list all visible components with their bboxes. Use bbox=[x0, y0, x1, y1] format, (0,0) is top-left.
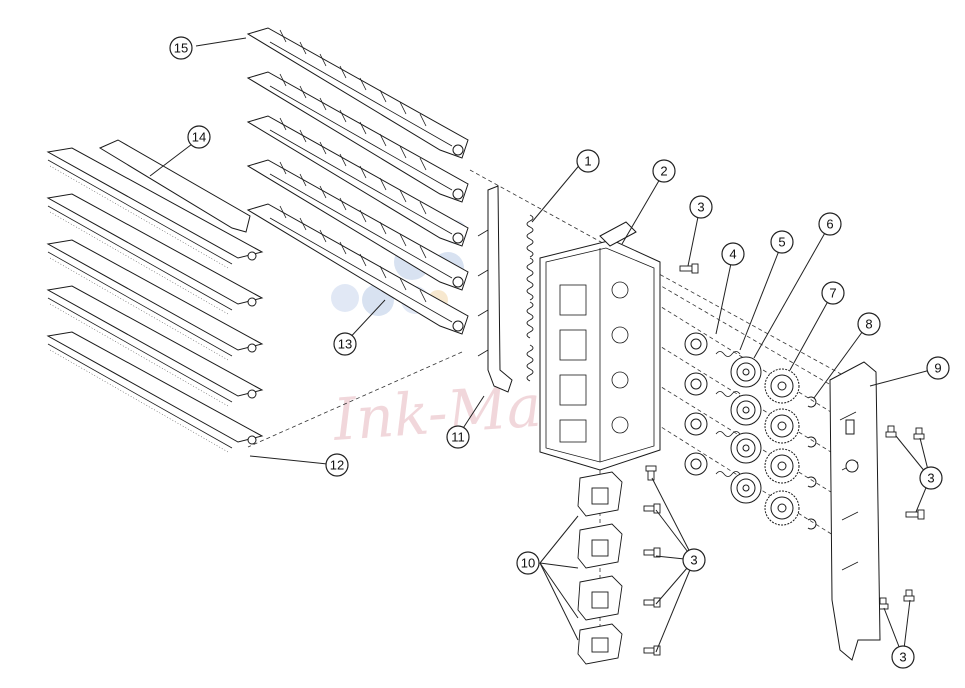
part-1-springs bbox=[526, 214, 534, 382]
callout-12: 12 bbox=[325, 453, 349, 477]
callout-10-label: 10 bbox=[521, 556, 535, 571]
callout-13-label: 13 bbox=[338, 337, 352, 352]
part-13-comb-rails bbox=[246, 27, 469, 335]
callout-11-label: 11 bbox=[451, 430, 465, 445]
callout-5: 5 bbox=[770, 230, 794, 254]
callout-3-top: 3 bbox=[689, 195, 713, 219]
callout-1: 1 bbox=[576, 149, 600, 173]
callout-7-label: 7 bbox=[829, 286, 836, 301]
part-5-small-springs bbox=[715, 351, 741, 477]
callout-6-label: 6 bbox=[826, 217, 833, 232]
callout-15: 15 bbox=[169, 36, 193, 60]
part-11-bracket bbox=[477, 185, 513, 393]
callout-3-middle-label: 3 bbox=[690, 553, 697, 568]
part-8-e-clips bbox=[807, 396, 817, 530]
part-14-blade-stack bbox=[46, 139, 264, 453]
callout-14-label: 14 bbox=[192, 130, 206, 145]
callout-10: 10 bbox=[516, 551, 540, 575]
callout-8-label: 8 bbox=[865, 317, 872, 332]
callout-4: 4 bbox=[721, 242, 745, 266]
callout-3-right-label: 3 bbox=[927, 471, 934, 486]
callout-3-bottom: 3 bbox=[891, 645, 915, 669]
callout-12-label: 12 bbox=[330, 458, 344, 473]
callout-9: 9 bbox=[926, 356, 950, 380]
callout-3-bottom-label: 3 bbox=[899, 650, 906, 665]
callout-5-label: 5 bbox=[778, 235, 785, 250]
callout-1-label: 1 bbox=[584, 154, 591, 169]
part-9-side-plate bbox=[829, 361, 881, 661]
callout-6: 6 bbox=[818, 212, 842, 236]
callout-9-label: 9 bbox=[934, 361, 941, 376]
callout-8: 8 bbox=[857, 312, 881, 336]
part-2-main-frame bbox=[539, 221, 661, 471]
part-10-caps bbox=[577, 471, 623, 665]
callout-13: 13 bbox=[333, 332, 357, 356]
callout-11: 11 bbox=[446, 425, 470, 449]
callout-4-label: 4 bbox=[729, 247, 736, 262]
callout-14: 14 bbox=[187, 125, 211, 149]
callout-2: 2 bbox=[652, 159, 676, 183]
callout-3-right: 3 bbox=[919, 466, 943, 490]
part-4-rollers bbox=[684, 332, 708, 476]
callout-15-label: 15 bbox=[174, 41, 188, 56]
callout-3-middle: 3 bbox=[682, 548, 706, 572]
callout-3-top-label: 3 bbox=[697, 200, 704, 215]
callout-7: 7 bbox=[821, 281, 845, 305]
callout-2-label: 2 bbox=[660, 164, 667, 179]
part-6-gears bbox=[730, 356, 762, 504]
part-7-gears bbox=[764, 368, 800, 526]
